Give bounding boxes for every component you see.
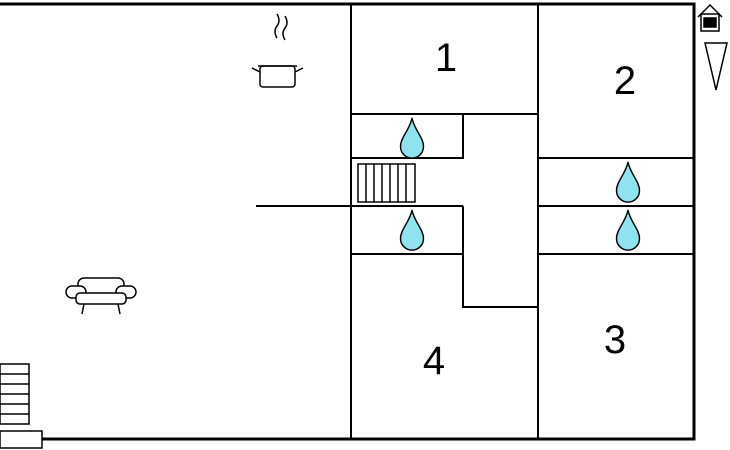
house-icon <box>697 3 723 32</box>
water-drop-icon <box>399 117 425 159</box>
entrance-steps <box>0 363 43 449</box>
room-2-label: 2 <box>614 59 636 103</box>
cooking-pot-icon <box>251 13 304 88</box>
room-3-label: 3 <box>604 318 626 362</box>
water-drop-icon <box>399 209 425 251</box>
outer-walls <box>0 2 696 441</box>
stairs-icon <box>357 163 416 203</box>
room-4-label: 4 <box>423 339 445 383</box>
water-drop-icon <box>615 209 641 251</box>
room-1-label: 1 <box>435 36 457 80</box>
water-drop-icon <box>615 161 641 203</box>
compass-arrow-icon <box>704 42 728 91</box>
sofa-icon <box>65 277 137 315</box>
interior-walls <box>256 4 694 439</box>
